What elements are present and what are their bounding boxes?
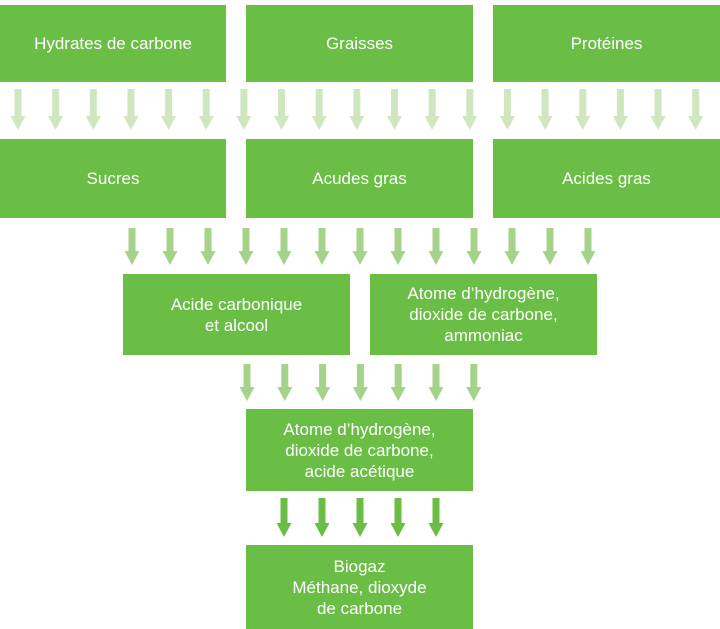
node-proteins-label: Protéines [570, 34, 643, 53]
flow-arrow-icon [542, 228, 558, 265]
flow-arrow-icon [238, 228, 254, 265]
node-proteins: Protéines [493, 5, 720, 82]
flow-arrow-icon [123, 89, 139, 130]
node-fats-label: Graisses [325, 34, 394, 53]
flow-arrow-icon [314, 498, 330, 537]
flow-arrow-icon [85, 89, 101, 130]
node-acetic-acid-label: Atome d’hydrogène, dioxide de carbone, a… [283, 419, 436, 481]
flow-arrow-icon [161, 89, 177, 130]
node-carbonic-acid-label: Acide carbonique et alcool [170, 294, 303, 335]
flow-arrow-icon [650, 89, 666, 130]
flow-arrow-icon [239, 364, 255, 401]
flow-arrow-icon [277, 364, 293, 401]
flow-arrow-icon [124, 228, 140, 265]
flow-arrow-icon [236, 89, 252, 130]
node-hydrogen-ammonia-label: Atome d’hydrogène, dioxide de carbone, a… [407, 284, 560, 345]
node-fatty-acids-1: Acudes gras [246, 139, 473, 218]
node-acetic-acid: Atome d’hydrogène, dioxide de carbone, a… [246, 409, 473, 491]
node-fats: Graisses [246, 5, 473, 82]
node-biogas-label: Biogaz Méthane, dioxyde de carbone [292, 556, 427, 618]
flow-arrow-icon [688, 89, 704, 130]
flow-arrow-icon [466, 228, 482, 265]
flow-arrow-icon [612, 89, 628, 130]
node-carbonic-acid: Acide carbonique et alcool [123, 274, 350, 355]
flow-arrow-icon [390, 498, 406, 537]
flow-arrow-icon [162, 228, 178, 265]
flow-arrow-icon [428, 364, 444, 401]
flow-arrow-icon [352, 228, 368, 265]
flow-arrow-icon [428, 228, 444, 265]
flow-arrow-icon [276, 228, 292, 265]
node-sugars: Sucres [0, 139, 226, 218]
flow-arrow-icon [504, 228, 520, 265]
node-fatty-acids-2: Acides gras [493, 139, 720, 218]
flow-arrow-icon [390, 228, 406, 265]
node-biogas: Biogaz Méthane, dioxyde de carbone [246, 545, 473, 629]
flow-arrow-icon [315, 364, 331, 401]
flow-arrow-icon [349, 89, 365, 130]
flow-arrow-icon [424, 89, 440, 130]
flow-arrow-icon [274, 89, 290, 130]
flow-arrow-icon [428, 498, 444, 537]
flow-arrow-icon [48, 89, 64, 130]
flow-arrow-icon [352, 364, 368, 401]
node-carbohydrates-label: Hydrates de carbone [34, 34, 192, 53]
flow-arrow-icon [499, 89, 515, 130]
node-sugars-label: Sucres [86, 169, 140, 188]
flow-arrow-icon [575, 89, 591, 130]
flow-arrow-icon [311, 89, 327, 130]
flow-arrow-icon [466, 364, 482, 401]
flow-arrow-icon [198, 89, 214, 130]
node-hydrogen-ammonia: Atome d’hydrogène, dioxide de carbone, a… [370, 274, 597, 355]
flow-arrow-icon [352, 498, 368, 537]
flow-arrow-icon [462, 89, 478, 130]
node-fatty-acids-2-label: Acides gras [562, 169, 651, 188]
flow-arrow-icon [580, 228, 596, 265]
flow-arrow-icon [387, 89, 402, 130]
flow-arrow-icon [314, 228, 330, 265]
flow-arrow-icon [200, 228, 216, 265]
flow-arrow-icon [537, 89, 553, 130]
flow-arrow-icon [10, 89, 26, 130]
flow-arrow-icon [390, 364, 406, 401]
flow-arrow-icon [276, 498, 292, 537]
node-fatty-acids-1-label: Acudes gras [312, 169, 407, 188]
node-carbohydrates: Hydrates de carbone [0, 5, 226, 82]
